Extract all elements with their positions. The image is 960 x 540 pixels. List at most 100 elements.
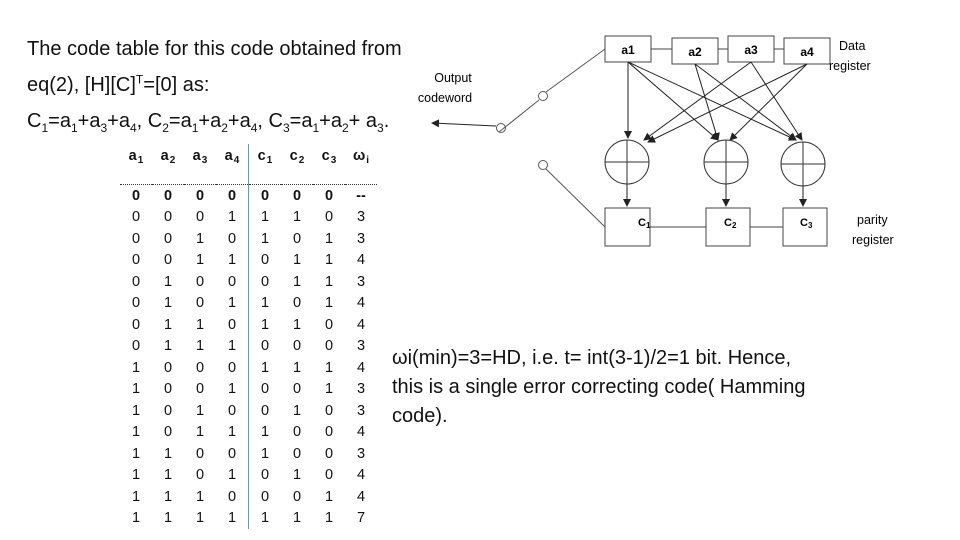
parity-cell-c3-label: C3: [800, 217, 813, 230]
table-cell: 0: [216, 486, 249, 508]
data-register-label-1: Data: [839, 39, 865, 53]
table-cell: 1: [260, 445, 270, 462]
table-cell: 0: [195, 187, 205, 204]
table-cell: 1: [195, 488, 205, 505]
table-cell: 1: [163, 338, 173, 355]
switch-pivot-icon: [496, 123, 506, 133]
table-cell: 1: [163, 295, 173, 312]
table-cell: 1: [260, 230, 270, 247]
table-cell: 1: [195, 402, 205, 419]
table-cell: 0: [260, 187, 270, 204]
data-connections: [624, 61, 808, 143]
table-cell: 0: [260, 273, 270, 290]
parity-cell-c1-label: C1: [638, 217, 651, 230]
table-cell: 1: [292, 316, 302, 333]
table-cell: 0: [216, 400, 249, 422]
table-cell: 0: [195, 381, 205, 398]
table-cell: 1: [216, 249, 249, 271]
table-cell: 0: [195, 445, 205, 462]
table-cell: 0: [163, 381, 173, 398]
parity-cell-c2: [705, 207, 751, 247]
table-cell: 1: [131, 510, 141, 527]
gate-to-parity-arrows: [623, 184, 807, 207]
table-cell: 1: [216, 206, 249, 228]
table-cell: 1: [260, 424, 270, 441]
table-cell: 1: [195, 230, 205, 247]
table-cell: 1: [260, 209, 270, 226]
table-cell: 0: [163, 209, 173, 226]
header-a3: a3: [192, 148, 208, 166]
table-cell: 1: [216, 378, 249, 400]
table-cell: 1: [260, 359, 270, 376]
table-cell: 0: [216, 228, 249, 250]
table-cell: 0: [324, 316, 334, 333]
header-a1: a1: [128, 148, 144, 166]
table-cell: 1: [131, 381, 141, 398]
switch-contact-data-icon: [538, 91, 548, 101]
table-cell: 1: [163, 273, 173, 290]
data-register-label-2: register: [829, 59, 871, 73]
table-cell: 0: [324, 338, 334, 355]
table-cell: 0: [216, 271, 249, 293]
table-cell: 0: [292, 230, 302, 247]
table-cell: 0: [216, 443, 249, 465]
table-cell: 0: [260, 467, 270, 484]
data-cell-a2-label: a2: [688, 45, 702, 59]
header-c3: c3: [321, 148, 337, 166]
output-arrow: [431, 119, 497, 128]
data-cell-a2: [671, 37, 719, 65]
table-cell: 0: [195, 209, 205, 226]
table-cell: 0: [324, 424, 334, 441]
table-cell: 1: [195, 338, 205, 355]
table-cell: 0: [216, 357, 249, 379]
table-cell: 1: [260, 295, 270, 312]
table-cell: 1: [216, 421, 249, 443]
table-cell: 1: [324, 488, 334, 505]
table-cell: 0: [131, 230, 141, 247]
table-cell: 1: [216, 335, 249, 357]
table-cell: 0: [292, 187, 302, 204]
table-cell: 0: [260, 488, 270, 505]
table-cell: 4: [356, 295, 366, 312]
table-cell: 0: [195, 467, 205, 484]
table-cell: 0: [260, 338, 270, 355]
parity-cell-c3: [782, 207, 828, 247]
table-cell: 0: [292, 338, 302, 355]
conclusion-line-3: code).: [392, 405, 448, 427]
table-cell: 1: [163, 316, 173, 333]
table-cell: 3: [356, 402, 366, 419]
data-cell-a4-label: a4: [800, 45, 814, 59]
header-c1: c1: [257, 148, 273, 166]
table-cell: 0: [195, 295, 205, 312]
table-cell: 0: [292, 381, 302, 398]
table-cell: 1: [195, 424, 205, 441]
conclusion-line-2: this is a single error correcting code( …: [392, 376, 806, 398]
parity-register-label-1: parity: [857, 213, 888, 227]
parity-cell-c2-label: C2: [724, 217, 737, 230]
table-cell: 1: [131, 402, 141, 419]
table-cell: 1: [324, 381, 334, 398]
output-switch: [496, 48, 606, 228]
output-label-1: Output: [434, 71, 472, 85]
table-cell: 0: [131, 252, 141, 269]
parity-equations: C1=a1+a3+a4, C2=a1+a2+a4, C3=a1+a2+ a3.: [27, 110, 390, 135]
table-cell: 4: [356, 467, 366, 484]
table-cell: 1: [216, 292, 249, 314]
table-cell: 0: [292, 295, 302, 312]
table-cell: 0: [216, 314, 249, 336]
table-cell: 3: [356, 230, 366, 247]
table-cell: 1: [292, 273, 302, 290]
